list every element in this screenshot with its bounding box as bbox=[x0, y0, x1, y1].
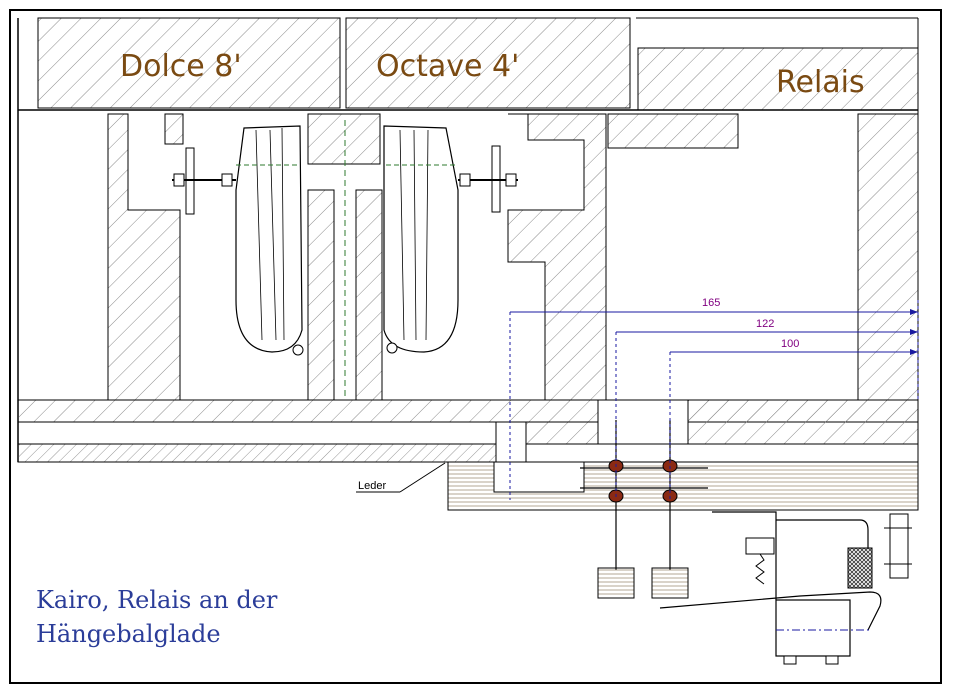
octave-label: Octave 4' bbox=[376, 49, 519, 84]
dolce-small-block bbox=[164, 113, 184, 145]
dim-165: 165 bbox=[702, 297, 720, 309]
octave-pillar bbox=[507, 113, 607, 401]
dolce-chest bbox=[37, 17, 341, 109]
leder-callout: Leder bbox=[356, 462, 446, 493]
relais-label: Relais bbox=[776, 65, 865, 100]
dolce-pipe bbox=[172, 125, 304, 356]
right-wall bbox=[857, 113, 919, 401]
dim-122: 122 bbox=[756, 318, 774, 330]
caption-line-2: Hängebalglade bbox=[36, 620, 221, 648]
dimension-lines: 165 122 100 bbox=[509, 297, 919, 500]
dolce-label: Dolce 8' bbox=[120, 49, 242, 84]
center-left-post bbox=[307, 113, 381, 165]
octave-chest bbox=[345, 17, 631, 109]
octave-pipe bbox=[383, 125, 518, 354]
caption-line-1: Kairo, Relais an der bbox=[36, 586, 278, 614]
relay-gap bbox=[493, 461, 585, 493]
center-right-stem bbox=[355, 189, 383, 401]
valve-chamber bbox=[597, 399, 689, 445]
top-chests bbox=[17, 17, 919, 462]
valve-assembly bbox=[580, 420, 708, 599]
dolce-structure bbox=[107, 113, 383, 401]
center-left-stem bbox=[307, 189, 335, 401]
magnet-body bbox=[775, 599, 851, 657]
relais-chest bbox=[637, 47, 919, 111]
channel-block-right bbox=[687, 399, 919, 445]
leder-strip bbox=[17, 443, 499, 463]
dim-100: 100 bbox=[781, 338, 799, 350]
relay-magnet bbox=[659, 511, 912, 665]
leder-label: Leder bbox=[358, 480, 386, 492]
windchest-floor bbox=[17, 399, 919, 511]
relais-lower-block bbox=[607, 113, 739, 149]
channel-block-mid bbox=[525, 421, 599, 445]
valve-left bbox=[597, 420, 635, 599]
